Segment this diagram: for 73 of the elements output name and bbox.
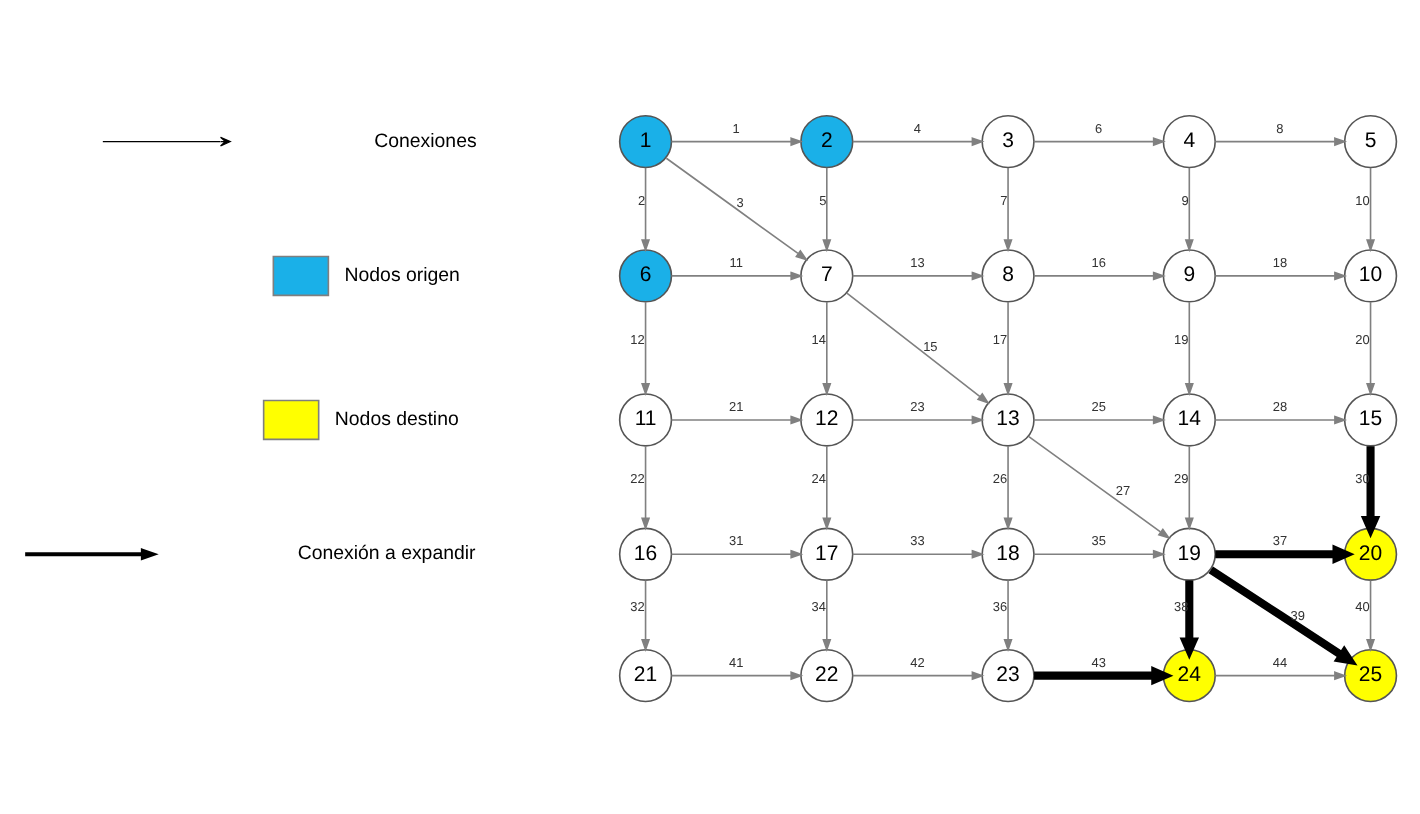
legend-label: Nodos origen: [344, 264, 460, 287]
arrow: [822, 579, 832, 652]
node-circle: 23: [981, 648, 1035, 703]
arrow: [665, 157, 809, 261]
arrow: [641, 579, 651, 652]
arrow: [851, 671, 985, 681]
arrow: [1208, 566, 1358, 666]
arrow: [641, 445, 651, 531]
arrow: [1214, 271, 1348, 281]
node-circle: 7: [800, 249, 854, 303]
node-circle: 15: [1343, 393, 1398, 447]
arrow: [670, 415, 804, 425]
arrow: [1214, 671, 1348, 681]
arrow: [1215, 544, 1355, 564]
node-circle: 9: [1162, 249, 1216, 303]
node-circle: 13: [981, 393, 1035, 447]
arrow: [670, 549, 804, 559]
arrow: [1184, 445, 1194, 531]
node-circle: 6: [618, 249, 673, 303]
node-circle: 5: [1343, 114, 1398, 169]
legend-label: Nodos destino: [334, 408, 459, 431]
arrow: [1184, 167, 1194, 253]
node-circle: 18: [981, 527, 1035, 581]
arrow: [846, 292, 990, 405]
arrow: [851, 271, 985, 281]
node-circle: 24: [1162, 648, 1216, 703]
node-circle: 4: [1162, 114, 1216, 169]
arrow: [641, 167, 651, 253]
arrow: [1003, 445, 1013, 531]
arrow: [851, 549, 985, 559]
arrow: [1003, 301, 1013, 397]
arrow: [1366, 301, 1376, 397]
node-circle: 17: [800, 527, 854, 581]
arrow: [1034, 665, 1174, 686]
arrow: [1003, 579, 1013, 652]
arrow: [851, 137, 985, 147]
legend-label: Conexión a expandir: [297, 543, 476, 566]
arrow: [822, 167, 832, 253]
arrow: [822, 445, 832, 531]
node-circle: 1: [618, 114, 673, 169]
node-circle: 3: [981, 114, 1035, 169]
arrow: [1003, 167, 1013, 253]
arrow: [1028, 435, 1171, 540]
arrow: [1033, 415, 1166, 425]
legend-label: Conexiones: [374, 130, 477, 153]
arrow: [1033, 271, 1166, 281]
arrow: [670, 671, 804, 681]
node-circle: 21: [618, 648, 673, 703]
node-circle: 11: [618, 393, 673, 447]
node-circle: 8: [981, 249, 1035, 303]
node-circle: 25: [1343, 648, 1398, 703]
arrow: [1179, 580, 1200, 660]
node-circle: 19: [1162, 527, 1216, 581]
arrow: [670, 137, 804, 147]
arrow: [670, 271, 804, 281]
arrow: [1184, 301, 1194, 397]
arrow: [641, 301, 651, 397]
arrow: [1214, 137, 1348, 147]
node-circle: 10: [1343, 249, 1398, 303]
arrow: [1366, 579, 1376, 652]
node-circle: 22: [800, 648, 854, 703]
arrow: [1033, 549, 1166, 559]
node-circle: 14: [1162, 393, 1216, 447]
arrow: [1033, 137, 1166, 147]
arrow: [1214, 415, 1348, 425]
node-circle: 20: [1343, 527, 1398, 581]
arrow: [1366, 167, 1376, 253]
node-circle: 16: [618, 527, 673, 581]
arrow: [851, 415, 985, 425]
arrow: [822, 301, 832, 397]
node-circle: 2: [800, 114, 854, 169]
arrow: [1360, 446, 1381, 539]
node-circle: 12: [800, 393, 854, 447]
